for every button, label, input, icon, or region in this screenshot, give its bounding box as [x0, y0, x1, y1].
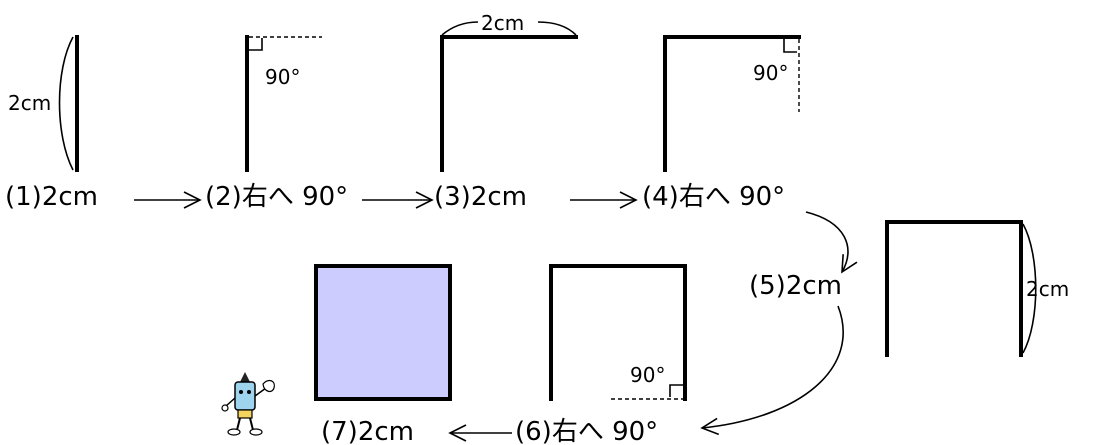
step6-label: (6)右へ 90°	[515, 417, 658, 445]
step2-figure: 90°	[245, 35, 322, 172]
step4-figure: 90°	[663, 35, 801, 172]
step5-label: (5)2cm	[749, 271, 842, 301]
step1-figure: 2cm	[8, 35, 79, 172]
completed-square	[314, 264, 452, 401]
step5-figure: 2cm	[885, 220, 1069, 357]
step5-brace	[1022, 223, 1037, 354]
step6-angle-label: 90°	[630, 363, 665, 387]
step1-brace	[58, 36, 74, 171]
step3-figure: 2cm	[440, 11, 578, 172]
step3-label: (3)2cm	[434, 182, 527, 212]
step4-right-angle-mark	[783, 39, 797, 53]
step3-brace-left	[441, 21, 479, 36]
arrow-5-to-6	[700, 305, 844, 436]
pencil-robot-icon	[221, 372, 275, 436]
step6-right-angle-mark	[669, 384, 683, 397]
step4-label: (4)右へ 90°	[642, 182, 785, 212]
step3-length-label: 2cm	[481, 11, 524, 35]
arrow-4-to-5	[805, 211, 858, 274]
step1-label: (1)2cm	[5, 182, 98, 212]
step5-length-label: 2cm	[1026, 277, 1069, 301]
step4-angle-label: 90°	[753, 61, 788, 85]
step6-figure: 90°	[549, 264, 687, 401]
step7-label: (7)2cm	[321, 417, 414, 445]
step2-label: (2)右へ 90°	[205, 182, 348, 212]
step1-length-label: 2cm	[8, 91, 51, 115]
step3-brace-right	[537, 21, 577, 36]
step2-angle-label: 90°	[265, 65, 300, 89]
step2-right-angle-mark	[249, 38, 263, 51]
